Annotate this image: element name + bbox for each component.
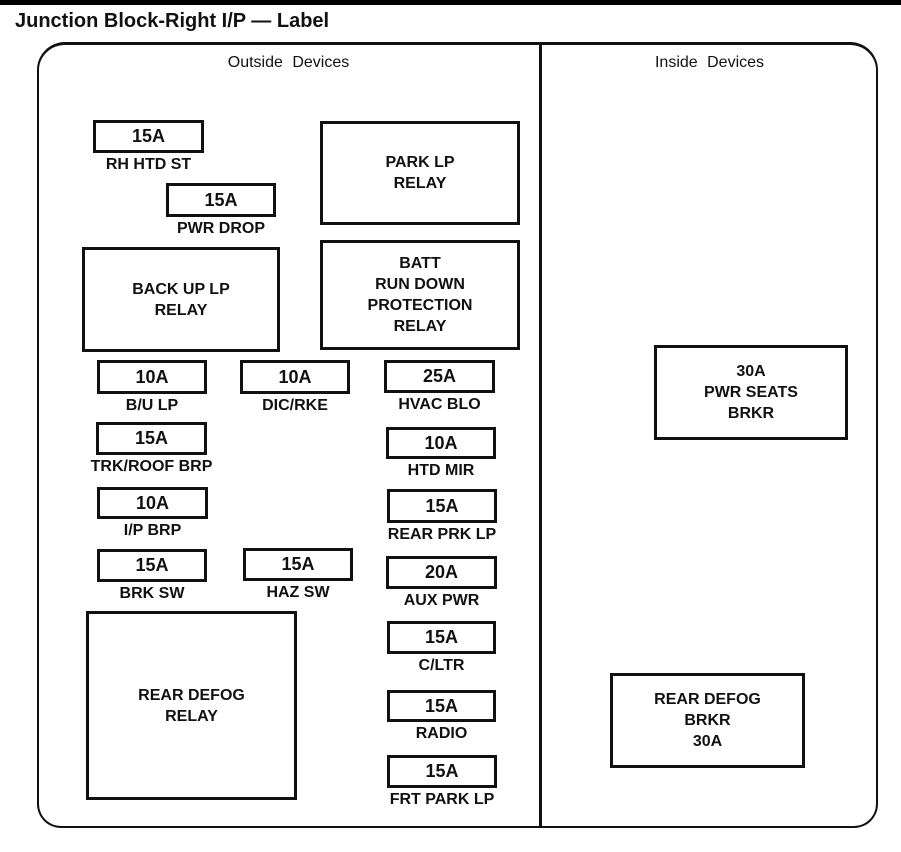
fuse-amp: 15A <box>387 621 496 654</box>
fuse-label: RADIO <box>415 725 468 742</box>
fuse-amp: 15A <box>96 422 207 455</box>
fuse-frt-park-lp: 15A FRT PARK LP <box>387 755 497 808</box>
page-title: Junction Block-Right I/P — Label <box>15 10 330 32</box>
fuse-label: REAR PRK LP <box>387 526 497 543</box>
outside-devices-header: Outside Devices <box>227 54 350 71</box>
fuse-amp: 25A <box>384 360 495 393</box>
fuse-label: PWR DROP <box>177 220 265 237</box>
fuse-amp: 15A <box>387 690 496 722</box>
fuse-amp: 10A <box>97 487 208 519</box>
fuse-pwr-drop: 15A PWR DROP <box>166 183 276 237</box>
fuse-label: DIC/RKE <box>262 397 328 414</box>
fuse-cltr: 15A C/LTR <box>387 621 496 674</box>
fuse-label: FRT PARK LP <box>389 791 495 808</box>
fuse-rh-htd-st: 15A RH HTD ST <box>93 120 204 173</box>
fuse-label: BRK SW <box>119 585 185 602</box>
relay-park-lp: PARK LP RELAY <box>320 121 520 225</box>
breaker-pwr-seats: 30A PWR SEATS BRKR <box>654 345 848 440</box>
relay-label: BACK UP LP RELAY <box>132 280 230 319</box>
fuse-brk-sw: 15A BRK SW <box>97 549 207 602</box>
fuse-label: HTD MIR <box>407 462 475 479</box>
top-scan-bar <box>0 0 901 5</box>
fuse-amp: 10A <box>97 360 207 394</box>
fuse-amp: 15A <box>97 549 207 582</box>
fuse-hvac-blo: 25A HVAC BLO <box>384 360 495 413</box>
fuse-label: B/U LP <box>125 397 179 414</box>
junction-block-outline <box>37 42 878 828</box>
fuse-label: I/P BRP <box>123 522 182 539</box>
relay-label: BATT RUN DOWN PROTECTION RELAY <box>367 255 473 335</box>
fuse-amp: 15A <box>166 183 276 217</box>
fuse-trk-roof-brp: 15A TRK/ROOF BRP <box>91 422 212 475</box>
relay-batt-run-down-protection: BATT RUN DOWN PROTECTION RELAY <box>320 240 520 350</box>
fuse-amp: 10A <box>386 427 496 459</box>
fuse-amp: 15A <box>387 755 497 788</box>
fuse-label: TRK/ROOF BRP <box>90 458 213 475</box>
fuse-amp: 20A <box>386 556 497 589</box>
relay-rear-defog: REAR DEFOG RELAY <box>86 611 297 800</box>
fuse-bu-lp: 10A B/U LP <box>97 360 207 414</box>
fuse-amp: 15A <box>93 120 204 153</box>
relay-label: PARK LP RELAY <box>385 154 455 192</box>
fuse-label: AUX PWR <box>403 592 480 609</box>
inside-devices-header: Inside Devices <box>654 54 765 71</box>
fuse-label: C/LTR <box>418 657 465 674</box>
breaker-label: 30A PWR SEATS BRKR <box>704 363 798 422</box>
fuse-amp: 10A <box>240 360 350 394</box>
relay-label: REAR DEFOG RELAY <box>138 686 245 725</box>
fuse-rear-prk-lp: 15A REAR PRK LP <box>387 489 497 543</box>
panel-divider-line <box>539 43 542 827</box>
fuse-radio: 15A RADIO <box>387 690 496 742</box>
fuse-htd-mir: 10A HTD MIR <box>386 427 496 479</box>
fuse-label: HVAC BLO <box>398 396 481 413</box>
fuse-haz-sw: 15A HAZ SW <box>243 548 353 601</box>
breaker-rear-defog: REAR DEFOG BRKR 30A <box>610 673 805 768</box>
fuse-amp: 15A <box>243 548 353 581</box>
breaker-label: REAR DEFOG BRKR 30A <box>654 691 761 750</box>
fuse-label: RH HTD ST <box>105 156 192 173</box>
fuse-amp: 15A <box>387 489 497 523</box>
fuse-aux-pwr: 20A AUX PWR <box>386 556 497 609</box>
relay-back-up-lp: BACK UP LP RELAY <box>82 247 280 352</box>
fuse-label: HAZ SW <box>266 584 330 601</box>
fuse-dic-rke: 10A DIC/RKE <box>240 360 350 414</box>
fuse-ip-brp: 10A I/P BRP <box>97 487 208 539</box>
